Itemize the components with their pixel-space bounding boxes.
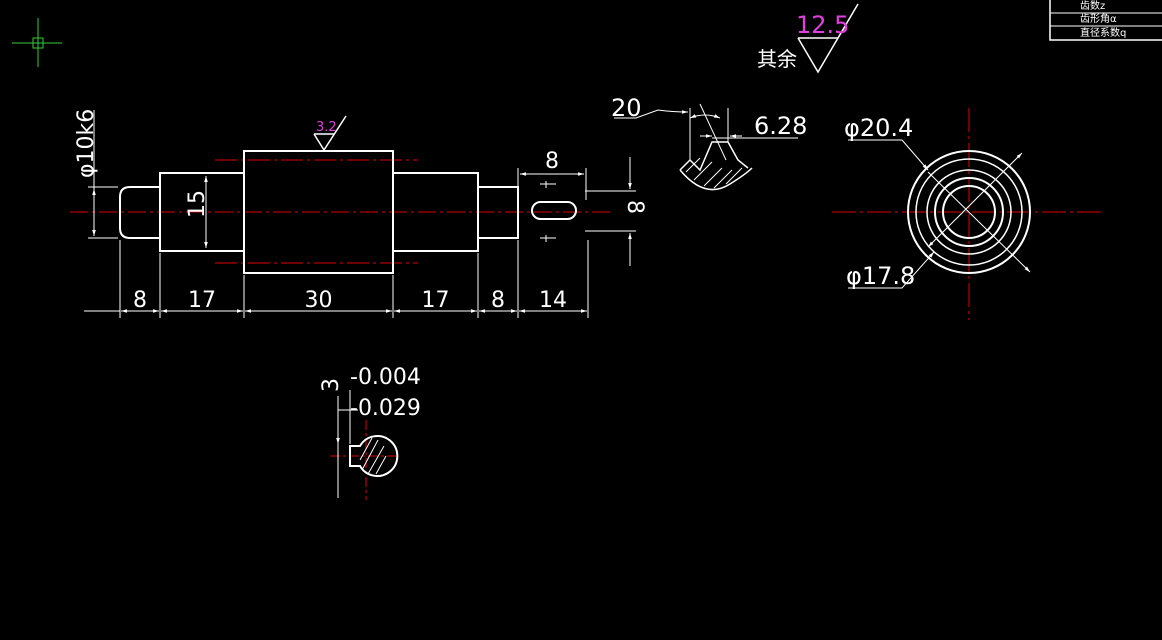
length-dim-label: 17: [422, 288, 450, 313]
keyway-length-label: 8: [545, 149, 559, 174]
shaft-main-view[interactable]: φ10k6 15 3.2 8 8 8 17 30 17 8 14: [70, 109, 647, 318]
length-dim-label: 14: [539, 288, 567, 313]
thread-angle-label: 20: [611, 94, 642, 122]
roughness-symbol-rest: 12.5 其余: [757, 3, 859, 74]
roughness-value: 12.5: [796, 11, 849, 39]
key-upper-deviation: -0.004: [350, 365, 421, 390]
title-block-row-2: 齿形角α: [1080, 13, 1117, 25]
crosshair-cursor-icon: [12, 18, 62, 67]
worm-section-view[interactable]: φ20.4 φ17.8: [832, 108, 1104, 320]
shaft-diameter-label: φ10k6: [74, 109, 99, 178]
shoulder-dim-label: 15: [185, 190, 210, 218]
title-block: 齿数z 齿形角α 直径系数q: [1049, 0, 1162, 41]
title-block-row-1: 齿数z: [1080, 0, 1105, 12]
thread-profile-detail: [614, 103, 798, 191]
thread-pitch-label: 6.28: [754, 112, 807, 140]
length-dim-label: 8: [491, 288, 505, 313]
worm-root-dia-label: φ17.8: [846, 262, 915, 290]
length-dim-label: 17: [188, 288, 216, 313]
length-dim-label: 30: [305, 288, 333, 313]
keyway-section-view[interactable]: 3 -0.004 -0.029: [319, 365, 421, 500]
key-width-label: 3: [319, 378, 344, 392]
keyway-height-label: 8: [622, 200, 647, 214]
key-lower-deviation: -0.029: [350, 396, 421, 421]
length-dim-label: 8: [133, 288, 147, 313]
roughness-rest-label: 其余: [757, 47, 797, 71]
shaft-roughness-value: 3.2: [316, 120, 337, 135]
worm-outer-dia-label: φ20.4: [844, 114, 913, 142]
title-block-row-3: 直径系数q: [1080, 26, 1126, 39]
